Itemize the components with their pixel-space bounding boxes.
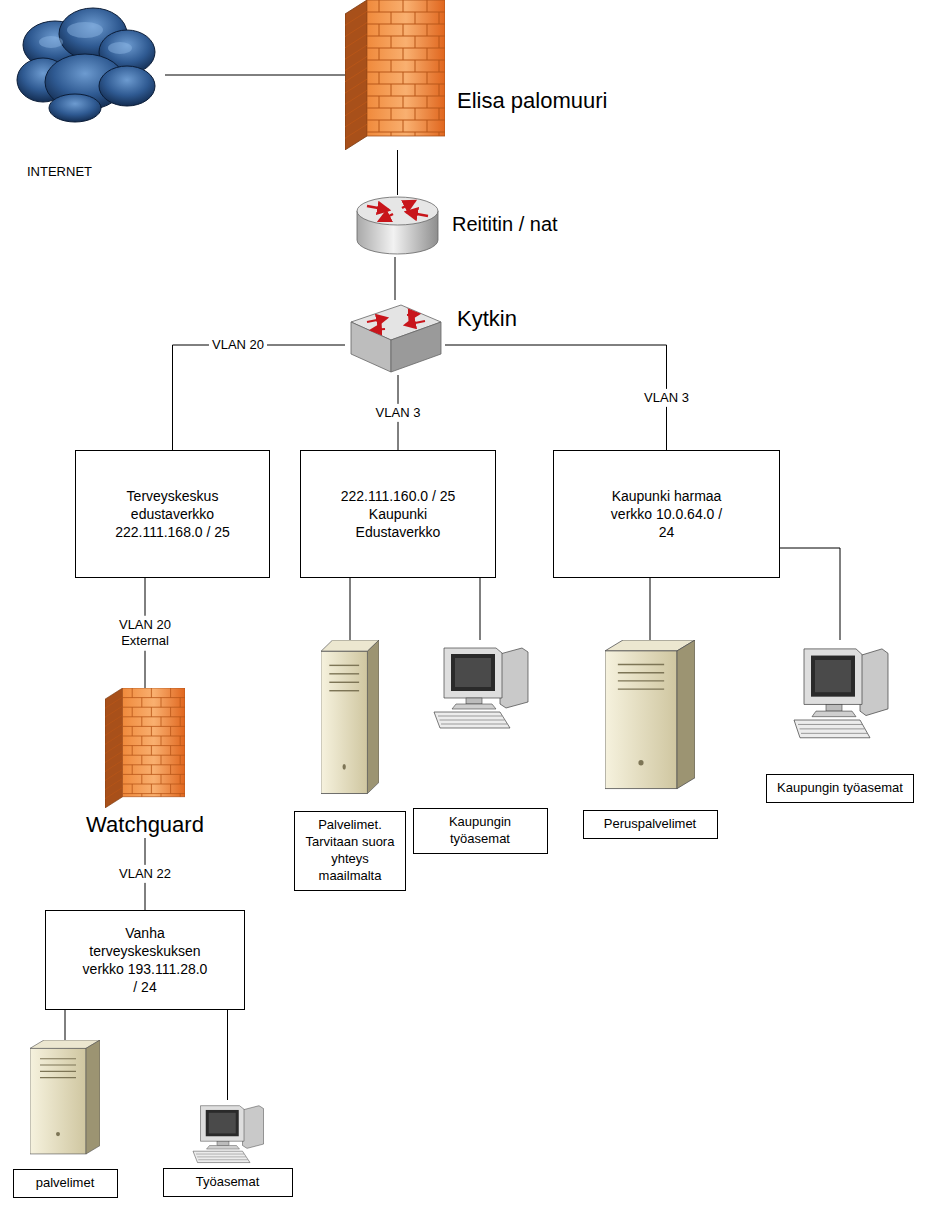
- device-label: Peruspalvelimet: [590, 816, 711, 833]
- firewall-icon: [105, 688, 185, 808]
- network-link: [480, 578, 481, 640]
- network-link: [145, 838, 146, 910]
- firewall-node: Elisa palomuuri: [345, 0, 445, 150]
- network-link: [165, 75, 345, 76]
- device-label-box: Työasemat: [163, 1168, 293, 1197]
- device-label-box: Kaupungin työasemat: [766, 774, 914, 803]
- device-title: Reititin / nat: [452, 213, 558, 236]
- network-label: Terveyskeskus edustaverkko 222.111.168.0…: [106, 487, 239, 542]
- device-title: Watchguard: [86, 812, 204, 838]
- server-node: Palvelimet. Tarvitaan suora yhteys maail…: [290, 640, 410, 891]
- device-label: palvelimet: [20, 1175, 111, 1192]
- network-box: 222.111.160.0 / 25 Kaupunki Edustaverkko: [300, 450, 496, 578]
- network-link: [173, 345, 346, 450]
- network-link: [445, 345, 667, 450]
- vlan-label: VLAN 20 External: [111, 616, 179, 651]
- server-icon: [605, 640, 695, 790]
- device-title: Kytkin: [457, 306, 517, 332]
- internet-cloud: INTERNET: [15, 0, 165, 179]
- network-link: [780, 548, 840, 640]
- cloud-label: INTERNET: [27, 164, 92, 179]
- switch-node: Kytkin: [345, 300, 445, 375]
- network-link: [65, 1010, 66, 1040]
- network-link: [350, 578, 351, 640]
- network-label: Kaupunki harmaa verkko 10.0.64.0 / 24: [606, 487, 727, 542]
- network-label: Vanha terveyskeskuksen verkko 193.111.28…: [80, 924, 210, 997]
- device-label: Työasemat: [170, 1174, 286, 1191]
- vlan-label: VLAN 20: [209, 336, 267, 354]
- network-label: 222.111.160.0 / 25 Kaupunki Edustaverkko: [331, 487, 465, 542]
- device-label-box: Kaupungin työasemat: [413, 808, 548, 854]
- firewall-icon: [345, 0, 445, 150]
- server-icon: [30, 1040, 100, 1155]
- network-link: [397, 150, 398, 195]
- cloud-icon: [15, 0, 160, 130]
- workstation-icon: [790, 640, 890, 740]
- vlan-label: VLAN 22: [116, 865, 174, 883]
- network-box: Kaupunki harmaa verkko 10.0.64.0 / 24: [553, 450, 780, 578]
- workstation-icon: [430, 640, 530, 730]
- network-link: [145, 578, 146, 688]
- workstation-icon: [190, 1100, 265, 1164]
- workstation-node: Kaupungin työasemat: [760, 640, 920, 803]
- firewall-node: Watchguard: [100, 688, 190, 838]
- server-icon: [321, 640, 379, 795]
- workstation-node: Työasemat: [160, 1100, 295, 1197]
- workstation-node: Kaupungin työasemat: [410, 640, 550, 854]
- device-title: Elisa palomuuri: [457, 88, 607, 114]
- server-node: palvelimet: [10, 1040, 120, 1198]
- network-link: [398, 375, 399, 450]
- network-link: [227, 1010, 228, 1100]
- router-icon: [355, 195, 440, 257]
- network-box: Terveyskeskus edustaverkko 222.111.168.0…: [75, 450, 270, 578]
- device-label-box: palvelimet: [13, 1169, 118, 1198]
- device-label: Kaupungin työasemat: [773, 780, 907, 797]
- server-node: Peruspalvelimet: [575, 640, 725, 839]
- network-link: [650, 578, 651, 640]
- device-label: Kaupungin työasemat: [420, 814, 541, 848]
- device-label-box: Peruspalvelimet: [583, 810, 718, 839]
- vlan-label: VLAN 3: [641, 388, 692, 406]
- network-box: Vanha terveyskeskuksen verkko 193.111.28…: [45, 910, 245, 1010]
- device-label: Palvelimet. Tarvitaan suora yhteys maail…: [301, 817, 399, 885]
- vlan-label: VLAN 3: [373, 403, 424, 421]
- router-node: Reititin / nat: [355, 195, 440, 257]
- device-label-box: Palvelimet. Tarvitaan suora yhteys maail…: [294, 811, 406, 891]
- switch-icon: [345, 300, 445, 375]
- network-link: [395, 257, 396, 300]
